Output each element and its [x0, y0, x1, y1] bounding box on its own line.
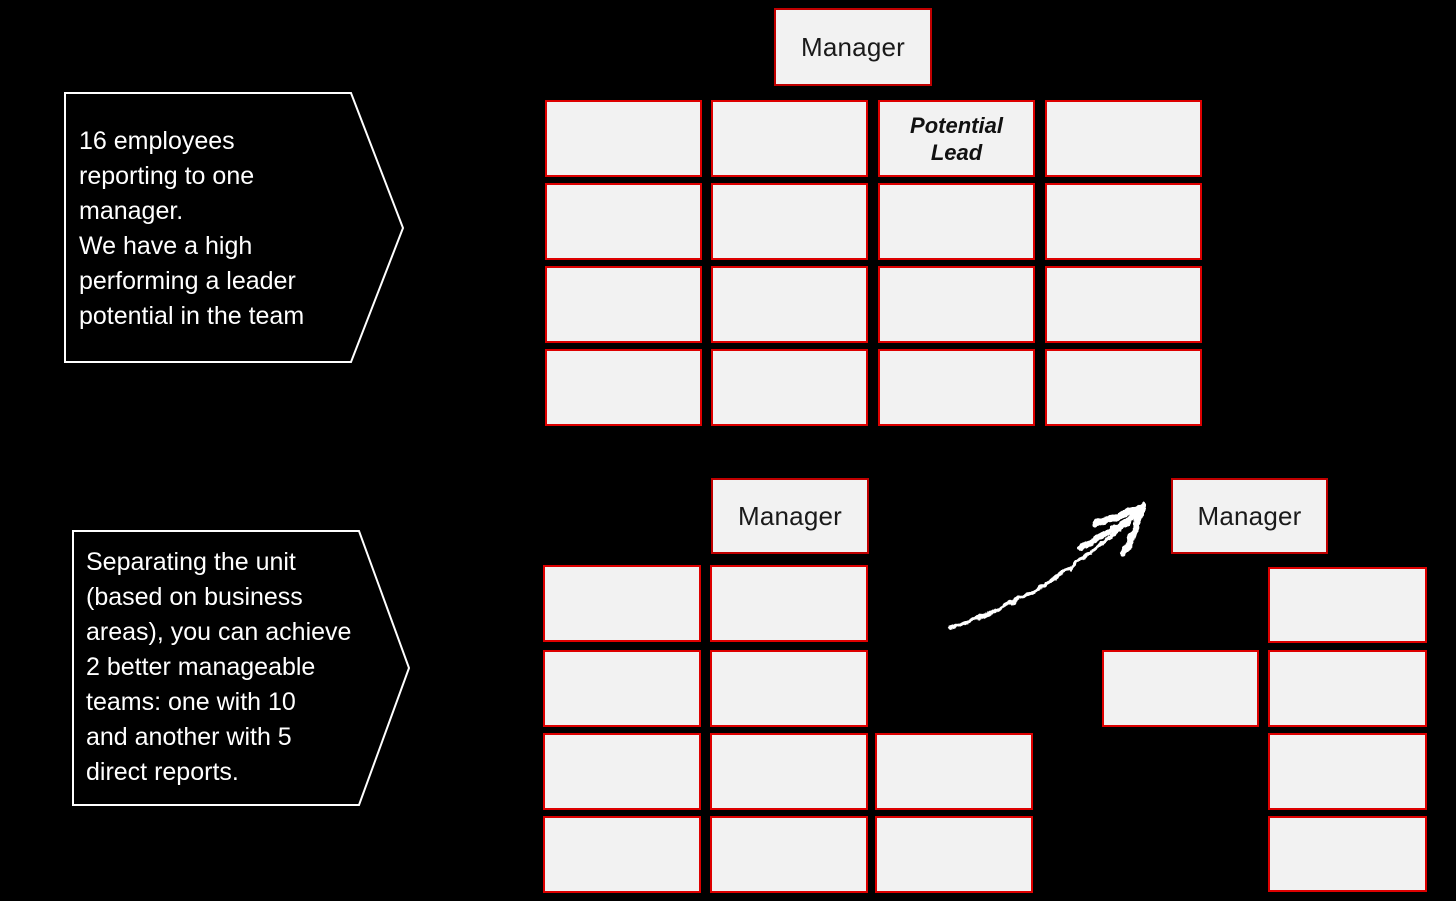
employee-box [543, 816, 701, 893]
employee-box [1268, 567, 1427, 643]
callout-after-text: Separating the unit (based on business a… [86, 545, 351, 790]
callout-line: 16 employees [79, 127, 235, 155]
promotion-arrow [948, 503, 1146, 630]
callout-line: direct reports. [86, 758, 239, 786]
employee-box [543, 565, 701, 642]
employee-box [1268, 816, 1427, 892]
callout-line: We have a high [79, 232, 253, 260]
employee-box [545, 100, 702, 177]
employee-box [545, 183, 702, 260]
employee-box [875, 816, 1033, 893]
callout-before-text: 16 employees reporting to one manager. W… [79, 124, 304, 334]
callout-after: Separating the unit (based on business a… [72, 530, 411, 807]
callout-arrow-shape [72, 530, 411, 806]
potential-lead-box: Potential Lead [878, 100, 1035, 177]
manager-label: Manager [800, 31, 906, 62]
callout-line: and another with 5 [86, 723, 292, 751]
callout-before: 16 employees reporting to one manager. W… [64, 92, 405, 364]
employee-box [1045, 349, 1202, 426]
employee-box [711, 183, 868, 260]
employee-box [710, 650, 868, 727]
employee-box [710, 565, 868, 642]
employee-box [543, 733, 701, 810]
callout-line: teams: one with 10 [86, 688, 296, 716]
employee-box [545, 266, 702, 343]
callout-line: 2 better manageable [86, 653, 316, 681]
employee-box [545, 349, 702, 426]
employee-box [1045, 183, 1202, 260]
callout-arrow-shape [64, 92, 405, 363]
callout-line: performing a leader [79, 267, 296, 295]
employee-box [1268, 650, 1427, 727]
employee-box [878, 266, 1035, 343]
employee-box [711, 349, 868, 426]
employee-box [878, 349, 1035, 426]
callout-line: Separating the unit [86, 548, 296, 576]
employee-box [543, 650, 701, 727]
employee-box [711, 100, 868, 177]
potential-lead-label: Potential Lead [910, 112, 1003, 165]
manager-box-after-large: Manager [711, 478, 869, 554]
callout-line: reporting to one [79, 162, 255, 190]
employee-box [1045, 100, 1202, 177]
employee-box [710, 733, 868, 810]
employee-box [1045, 266, 1202, 343]
employee-box [1268, 733, 1427, 810]
manager-box-before: Manager [774, 8, 932, 86]
manager-box-after-small: Manager [1171, 478, 1328, 554]
employee-box [710, 816, 868, 893]
employee-box [878, 183, 1035, 260]
manager-label: Manager [1197, 500, 1302, 531]
manager-label: Manager [737, 500, 843, 531]
employee-box [711, 266, 868, 343]
employee-box [875, 733, 1033, 810]
callout-line: manager. [79, 197, 184, 225]
employee-box [1102, 650, 1259, 727]
callout-line: areas), you can achieve [86, 618, 352, 646]
callout-line: (based on business [86, 583, 303, 611]
callout-line: potential in the team [79, 302, 305, 330]
